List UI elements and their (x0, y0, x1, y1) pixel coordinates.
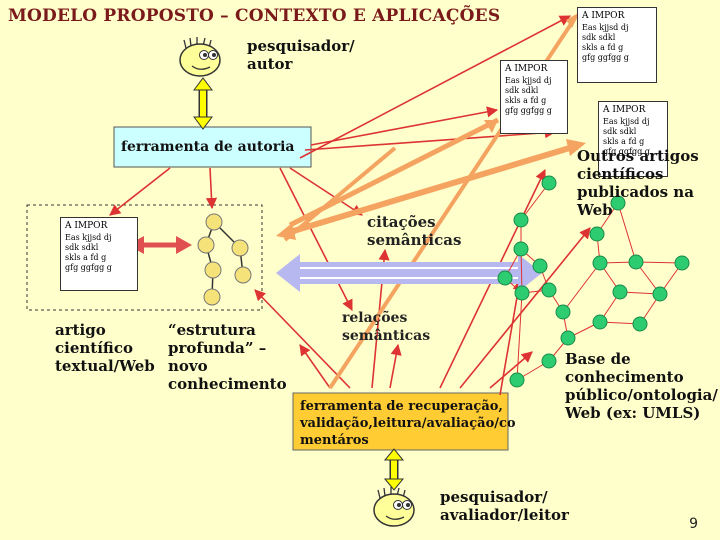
mini-doc-line: gfg ggfgg g (582, 53, 629, 62)
label-semantic-citations: citações semânticas (367, 213, 462, 249)
label-researcher-reader: pesquisador/ avaliador/leitor (440, 488, 569, 524)
reader-connector (383, 448, 405, 491)
label-scientific-article: artigo científico textual/Web (55, 321, 155, 375)
label-other-articles: Outros artigos científicos publicados na… (577, 147, 699, 219)
mini-doc-line: Eas kjjsd dj (582, 23, 629, 32)
mini-doc-line: sdk sdkl (65, 243, 99, 252)
mini-doc-middle: A IMPOR Eas kjjsd dj sdk sdkl skls a fd … (500, 60, 568, 134)
reader-face-icon (373, 487, 415, 527)
author-connector (193, 77, 213, 130)
mini-doc-line: gfg ggfgg g (505, 106, 552, 115)
semantic-relations-arrow (276, 254, 542, 292)
mini-doc-line: skls a fd g (582, 43, 624, 52)
mini-doc-top-right: A IMPOR Eas kjjsd dj sdk sdkl skls a fd … (577, 7, 657, 83)
deep-structure-tree (197, 213, 252, 306)
mini-doc-line: skls a fd g (603, 137, 645, 146)
label-deep-structure: “estrutura profunda” – novo conhecimento (168, 321, 287, 393)
page-number: 9 (689, 516, 698, 532)
mini-doc-heading: A IMPOR (65, 221, 108, 231)
mini-doc-line: sdk sdkl (505, 86, 539, 95)
label-researcher-author: pesquisador/ autor (247, 37, 355, 73)
label-semantic-relations: relações semânticas (342, 310, 431, 344)
mini-doc-line: skls a fd g (505, 96, 547, 105)
retrieval-tool-box-bg (292, 392, 509, 451)
author-face-icon (179, 37, 221, 77)
article-region-border (26, 204, 263, 311)
mini-doc-line: gfg ggfgg g (65, 263, 112, 272)
mini-doc-line: Eas kjjsd dj (65, 233, 112, 242)
mini-doc-line: Eas kjjsd dj (603, 117, 650, 126)
mini-doc-heading: A IMPOR (582, 11, 625, 21)
web-network (497, 175, 690, 388)
mini-doc-right: A IMPOR Eas kjjsd dj sdk sdkl skls a fd … (598, 101, 668, 177)
mini-doc-line: gfg ggfgg g (603, 147, 650, 156)
label-retrieval-tool: ferramenta de recuperação, validação,lei… (300, 399, 516, 448)
label-knowledge-base: Base de conhecimento público/ontologia/ … (565, 350, 718, 422)
mini-doc-line: skls a fd g (65, 253, 107, 262)
slide-title: MODELO PROPOSTO – CONTEXTO E APLICAÇÕES (8, 6, 501, 26)
mini-doc-line: sdk sdkl (582, 33, 616, 42)
mini-doc-line: Eas kjjsd dj (505, 76, 552, 85)
mini-doc-line: sdk sdkl (603, 127, 637, 136)
red-arrows (109, 15, 591, 396)
label-authoring-tool: ferramenta de autoria (121, 139, 295, 155)
authoring-tool-box-bg (113, 126, 312, 168)
mini-doc-heading: A IMPOR (603, 105, 646, 115)
mini-doc-heading: A IMPOR (505, 64, 548, 74)
mini-doc-article: A IMPOR Eas kjjsd dj sdk sdkl skls a fd … (60, 217, 138, 291)
